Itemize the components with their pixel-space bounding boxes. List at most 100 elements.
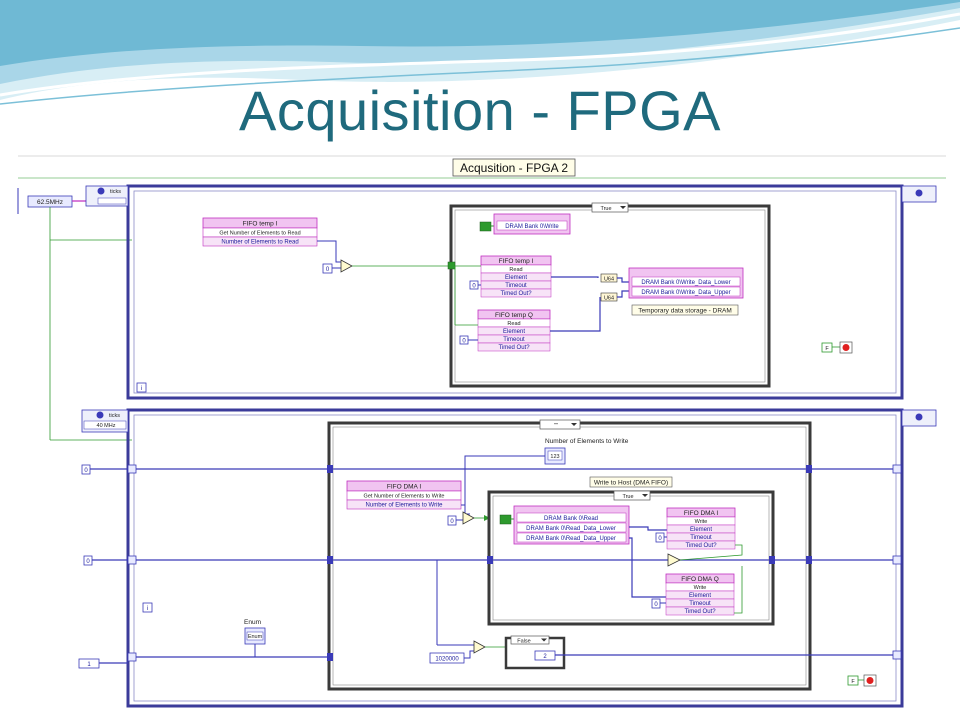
fifo-dma-q-timeout-constant[interactable]: 0: [651, 598, 661, 609]
svg-text:Timed Out?: Timed Out?: [684, 609, 716, 615]
svg-text:Element: Element: [503, 329, 525, 335]
top-loop-output-node[interactable]: [901, 185, 937, 203]
bottom-loop-output-node[interactable]: [901, 409, 937, 427]
svg-text:DRAM Bank 0\Write_Data_Lower: DRAM Bank 0\Write_Data_Lower: [641, 280, 730, 286]
top-case-selector[interactable]: True: [591, 202, 629, 213]
svg-text:2: 2: [543, 654, 547, 660]
svg-text:123: 123: [550, 454, 559, 460]
fifo-temp-q-timeout-constant[interactable]: 0: [459, 335, 469, 345]
svg-text:DRAM Bank 0\Read_Data_Lower: DRAM Bank 0\Read_Data_Lower: [526, 526, 616, 532]
svg-text:FIFO temp Q: FIFO temp Q: [495, 312, 533, 319]
svg-text:0: 0: [84, 468, 88, 474]
svg-text:62.5MHz: 62.5MHz: [37, 199, 63, 206]
svg-text:Timeout: Timeout: [690, 535, 712, 541]
diagram-main-label[interactable]: Acqusition - FPGA 2: [452, 158, 576, 177]
svg-text:Enum: Enum: [248, 634, 263, 640]
svg-text:Timed Out?: Timed Out?: [498, 345, 530, 351]
enum-constant-left[interactable]: 1: [78, 658, 100, 669]
svg-text:DRAM Bank 0\Write_Data_Upper: DRAM Bank 0\Write_Data_Upper: [641, 290, 730, 296]
clock-rate-constant[interactable]: 62.5MHz: [27, 195, 73, 208]
svg-text:0: 0: [658, 536, 662, 542]
false-case-selector[interactable]: False: [510, 635, 550, 645]
bottom-count-constant[interactable]: 1020000: [429, 652, 465, 664]
write-to-host-label[interactable]: Write to Host (DMA FIFO): [589, 476, 673, 488]
svg-text:FIFO temp I: FIFO temp I: [243, 221, 278, 228]
top-timed-loop[interactable]: [126, 184, 904, 400]
top-count-constant[interactable]: 0: [322, 263, 333, 274]
svg-text:Element: Element: [690, 527, 712, 533]
bottom-greater-than-icon[interactable]: [462, 511, 475, 525]
enum-indicator[interactable]: Enum: [244, 627, 266, 645]
storage-caption[interactable]: Temporary data storage - DRAM: [631, 304, 739, 316]
svg-text:Write to Host (DMA FIFO): Write to Host (DMA FIFO): [594, 480, 668, 487]
svg-text:U64: U64: [604, 277, 614, 283]
dram-read-node[interactable]: DRAM Bank 0\Read DRAM Bank 0\Read_Data_L…: [513, 505, 630, 545]
svg-text:FIFO DMA I: FIFO DMA I: [387, 484, 422, 491]
dram-write-node[interactable]: DRAM Bank 0\Write: [493, 213, 571, 235]
svg-text:F: F: [825, 346, 829, 352]
svg-text:ticks: ticks: [109, 413, 120, 419]
shift-register-const-b[interactable]: 0: [83, 555, 93, 566]
svg-text:Timeout: Timeout: [689, 601, 711, 607]
svg-text:0: 0: [654, 602, 658, 608]
bottom-loop-input-node[interactable]: ticks 40 MHz: [81, 409, 129, 433]
fifo-dma-i-timeout-constant[interactable]: 0: [655, 532, 665, 543]
svg-text:FIFO DMA I: FIFO DMA I: [684, 510, 719, 517]
bottom-compare-icon[interactable]: [473, 640, 486, 654]
svg-text:True: True: [600, 206, 611, 212]
top-loop-iteration-icon: i: [136, 382, 147, 393]
svg-text:Acqusition - FPGA 2: Acqusition - FPGA 2: [460, 161, 568, 175]
header-wave-decoration: [0, 0, 960, 105]
or-function-icon[interactable]: [667, 553, 681, 567]
svg-text:Get Number of Elements to Read: Get Number of Elements to Read: [219, 231, 300, 237]
svg-text:Timeout: Timeout: [503, 337, 525, 343]
write-to-host-case-selector[interactable]: True: [613, 490, 651, 501]
svg-text:Timed Out?: Timed Out?: [500, 291, 532, 297]
top-greater-than-icon[interactable]: [340, 259, 353, 273]
fifo-dma-i-property-node[interactable]: FIFO DMA I Get Number of Elements to Wri…: [346, 480, 462, 510]
top-false-constant[interactable]: F: [821, 342, 833, 353]
enum-label: Enum: [244, 619, 261, 626]
fifo-dma-i-write-node[interactable]: FIFO DMA I Write Element Timeout Timed O…: [666, 507, 736, 550]
fifo-temp-i-timeout-constant[interactable]: 0: [469, 280, 479, 290]
u64-convert-upper[interactable]: U64: [600, 273, 618, 283]
svg-text:Timed Out?: Timed Out?: [685, 543, 717, 549]
dram-write-data-node[interactable]: DRAM Bank 0\Write_Data_Lower DRAM Bank 0…: [628, 267, 744, 299]
svg-text:0: 0: [472, 284, 476, 290]
svg-text:i: i: [147, 606, 148, 612]
slide-title: Acquisition - FPGA: [238, 79, 722, 142]
false-case-enum-constant[interactable]: 2: [534, 650, 556, 661]
svg-text:DRAM Bank 0\Read: DRAM Bank 0\Read: [544, 516, 598, 522]
svg-text:"": "": [554, 423, 558, 429]
svg-text:0: 0: [86, 559, 90, 565]
svg-text:i: i: [141, 386, 142, 392]
u64-convert-lower[interactable]: U64: [600, 292, 618, 302]
svg-text:U64: U64: [604, 296, 614, 302]
num-elements-indicator[interactable]: 123: [544, 447, 566, 465]
shift-register-const-a[interactable]: 0: [81, 464, 91, 475]
svg-text:Timeout: Timeout: [505, 283, 527, 289]
bottom-false-constant[interactable]: F: [847, 675, 859, 686]
svg-text:Read: Read: [507, 321, 520, 327]
fifo-temp-i-property-node[interactable]: FIFO temp I Get Number of Elements to Re…: [202, 217, 318, 247]
svg-text:1020000: 1020000: [435, 657, 459, 663]
fifo-temp-q-read-node[interactable]: FIFO temp Q Read Element Timeout Timed O…: [477, 309, 551, 352]
svg-text:Write: Write: [695, 519, 708, 525]
bottom-case-selector[interactable]: "": [539, 419, 581, 430]
bottom-stop-terminal[interactable]: [863, 674, 877, 687]
fifo-temp-i-read-node[interactable]: FIFO temp I Read Element Timeout Timed O…: [480, 255, 552, 298]
svg-text:F: F: [851, 679, 855, 685]
svg-text:DRAM Bank 0\Write: DRAM Bank 0\Write: [505, 224, 559, 230]
svg-text:ticks: ticks: [110, 189, 121, 195]
top-loop-input-node[interactable]: ticks: [85, 185, 129, 207]
svg-text:Write: Write: [694, 585, 707, 591]
top-stop-terminal[interactable]: [839, 341, 853, 354]
svg-text:1: 1: [87, 662, 91, 668]
svg-text:False: False: [517, 639, 530, 645]
svg-text:Get Number of Elements to Writ: Get Number of Elements to Write: [364, 494, 445, 500]
svg-text:0: 0: [462, 339, 466, 345]
svg-text:Number of Elements to Read: Number of Elements to Read: [221, 240, 298, 246]
fifo-dma-q-write-node[interactable]: FIFO DMA Q Write Element Timeout Timed O…: [665, 573, 735, 616]
bottom-zero-constant[interactable]: 0: [447, 515, 457, 526]
